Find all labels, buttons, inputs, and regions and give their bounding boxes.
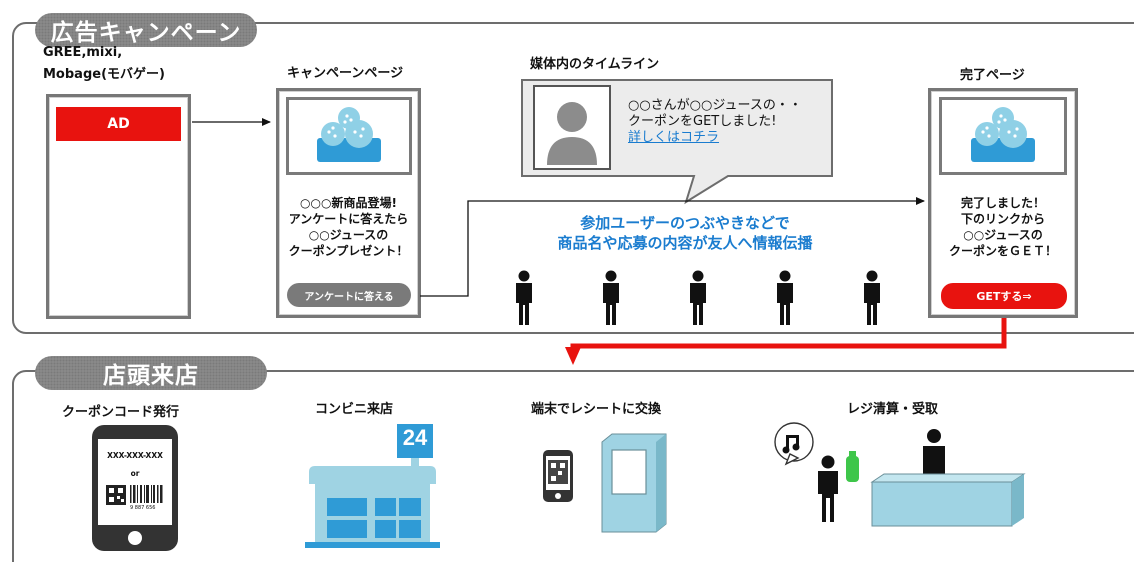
campaign-section-tab: 広告キャンペーン: [35, 13, 257, 47]
person-icon: [690, 270, 706, 325]
juice-product-icon: [317, 107, 381, 162]
register-scene-icon: [774, 422, 1026, 527]
receipt-terminal-icon: [601, 433, 667, 533]
register-step-title: レジ清算・受取: [847, 402, 939, 417]
coupon-phone: XXX-XXX-XXX or 9 887 656: [92, 425, 178, 551]
ad-media-label-line2: Mobage(モバゲー): [43, 67, 165, 82]
terminal-step-title: 端末でレシートに交換: [531, 402, 662, 417]
campaign-section-frame: [12, 22, 1134, 334]
barcode-digits: 9 887 656: [130, 505, 156, 511]
campaign-page-body: ○○○新商品登場! アンケートに答えたら ○○ジュースの クーポンプレゼント！: [288, 196, 409, 258]
ad-banner[interactable]: AD: [56, 107, 181, 141]
home-button: [128, 531, 142, 545]
complete-product-image: [939, 97, 1067, 175]
timeline-line2: クーポンをGETしました!: [628, 114, 777, 129]
ad-media-label-line1: GREE,mixi,: [43, 45, 123, 60]
juice-product-icon: [971, 107, 1035, 162]
person-icon: [864, 270, 880, 325]
complete-to-store-arrow: [565, 318, 1007, 365]
timeline-link[interactable]: 詳しくはコチラ: [628, 130, 720, 145]
coupon-step-title: クーポンコード発行: [62, 405, 180, 420]
timeline-line1: ○○さんが○○ジュースの・・: [628, 98, 802, 113]
complete-page-body: 完了しました！ 下のリンクから ○○ジュースの クーポンをＧＥＴ！: [948, 196, 1057, 258]
spread-text: 参加ユーザーのつぶやきなどで 商品名や応募の内容が友人へ情報伝播: [557, 214, 813, 252]
timeline-title: 媒体内のタイムライン: [530, 57, 660, 72]
convenience-step-title: コンビニ来店: [315, 402, 394, 417]
convenience-store-icon: [305, 424, 440, 548]
avatar: [533, 85, 611, 170]
campaign-to-complete-arrow: [420, 197, 925, 297]
coupon-or: or: [130, 469, 140, 478]
complete-page-title: 完了ページ: [960, 68, 1025, 83]
campaign-page-phone: ○○○新商品登場! アンケートに答えたら ○○ジュースの クーポンプレゼント！ …: [276, 88, 421, 318]
person-icon: [777, 270, 793, 325]
terminal-phone-icon: [543, 450, 573, 502]
complete-page-phone: 完了しました！ 下のリンクから ○○ジュースの クーポンをＧＥＴ！ GETする⇒: [928, 88, 1078, 318]
campaign-page-title: キャンペーンページ: [287, 66, 404, 81]
store-section-frame: [12, 370, 1134, 562]
coupon-screen: XXX-XXX-XXX or 9 887 656: [98, 439, 172, 525]
get-coupon-button[interactable]: GETする⇒: [941, 283, 1067, 309]
store-section-tab: 店頭来店: [35, 356, 267, 390]
coupon-code: XXX-XXX-XXX: [107, 451, 163, 460]
ad-media-phone: AD: [46, 94, 191, 319]
store-sign-24: 24: [402, 425, 428, 450]
user-avatar-icon: [547, 102, 597, 165]
person-icon: [603, 270, 619, 325]
person-icon: [516, 270, 532, 325]
qr-barcode-icon: [106, 485, 163, 505]
survey-button[interactable]: アンケートに答える: [287, 283, 411, 307]
product-image: [286, 97, 412, 175]
